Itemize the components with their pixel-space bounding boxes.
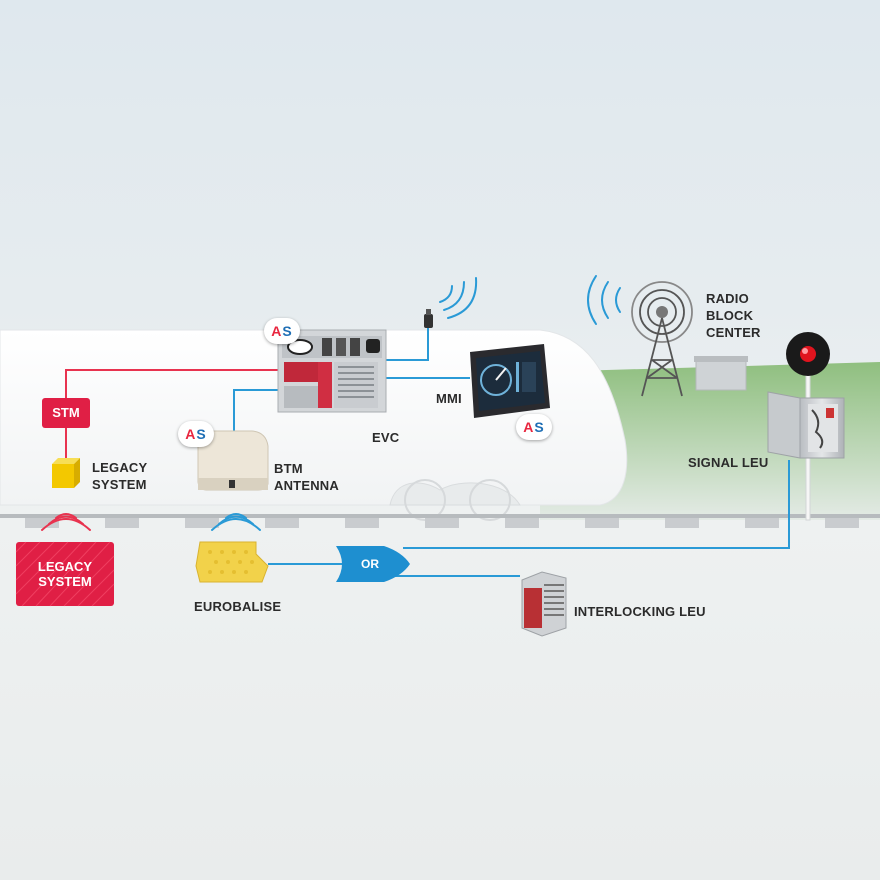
label-line: SYSTEM (92, 477, 147, 492)
stm-box (42, 398, 90, 428)
as-badge-btm: AS (178, 421, 214, 447)
stm-label: STM (52, 405, 80, 420)
legacy-system-track-box (15, 541, 115, 607)
radio-tower-icon (631, 281, 693, 397)
or-gate-label: OR (361, 557, 379, 571)
eurobalise (195, 541, 269, 583)
badge-a: A (271, 323, 283, 339)
badge-a: A (523, 419, 535, 435)
legacy-system-cube (52, 458, 80, 488)
train-body (0, 329, 628, 506)
rail (0, 514, 880, 518)
label-line: LEGACY (92, 460, 148, 475)
label-line: BLOCK (706, 308, 754, 323)
badge-s: S (282, 323, 293, 339)
label-line: BTM (274, 461, 303, 476)
eurobalise-label: EUROBALISE (194, 599, 282, 614)
as-badge-evc: AS (264, 318, 300, 344)
label-line: ANTENNA (274, 478, 339, 493)
btm-antenna-label: BTM ANTENNA (274, 460, 339, 494)
signal-leu-label: SIGNAL LEU (688, 455, 769, 470)
label-line: LEGACY (37, 559, 93, 574)
or-gate (336, 546, 410, 582)
wifi-waves-icon (41, 513, 91, 531)
signal-leu-cabinet (767, 391, 845, 459)
rbc-building (694, 356, 748, 391)
badge-a: A (185, 426, 197, 442)
label-line: SYSTEM (38, 574, 92, 589)
legacy-system-track-label: LEGACY SYSTEM (16, 559, 114, 589)
antenna-icon (424, 309, 433, 328)
blue-links (233, 328, 790, 577)
wheel (469, 479, 511, 521)
wifi-waves-icon (587, 275, 621, 325)
mmi-display (470, 344, 550, 418)
evc-rack (277, 329, 387, 413)
as-badge-mmi: AS (516, 414, 552, 440)
label-line: RADIO (706, 291, 749, 306)
radio-block-center-label: RADIO BLOCK CENTER (706, 290, 761, 341)
interlocking-leu (521, 571, 567, 637)
sleepers (25, 518, 859, 528)
mmi-label: MMI (436, 391, 462, 406)
evc-label: EVC (372, 430, 400, 445)
label-line: CENTER (706, 325, 761, 340)
legacy-system-onboard-label: LEGACY SYSTEM (92, 459, 147, 493)
stm-links (65, 369, 282, 462)
wifi-waves-icon (439, 277, 478, 319)
wifi-waves-icon (211, 513, 261, 531)
badge-s: S (534, 419, 545, 435)
interlocking-leu-label: INTERLOCKING LEU (574, 604, 706, 619)
badge-s: S (196, 426, 207, 442)
